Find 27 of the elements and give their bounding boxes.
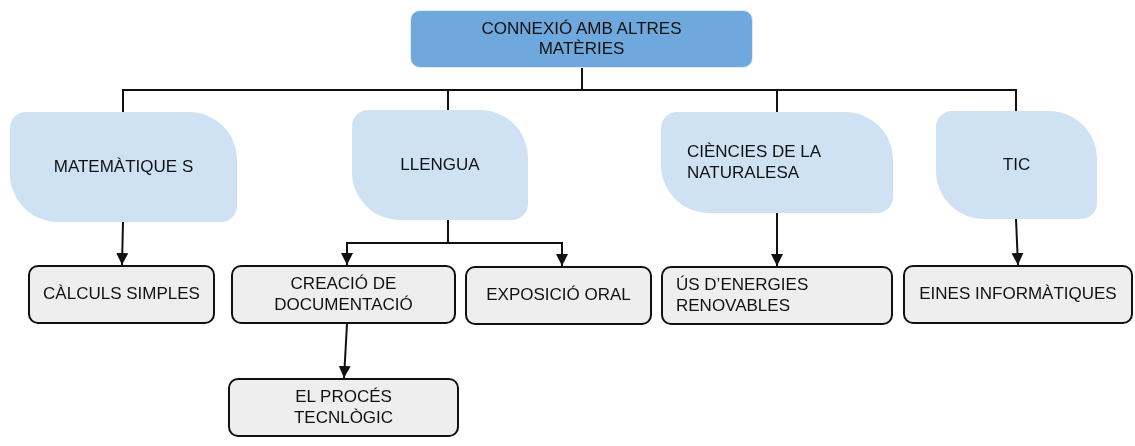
- connector: [447, 219, 568, 267]
- topic-box: [465, 266, 652, 325]
- node-label: MATEMÀTIQUE S: [53, 156, 194, 178]
- connector: [338, 323, 351, 379]
- node-label: EL PROCÉS TECNLÒGIC: [292, 387, 395, 428]
- node-label: EINES INFORMÀTIQUES: [919, 284, 1117, 305]
- title-box: [410, 10, 753, 68]
- subject-shape: [936, 111, 1097, 219]
- connector: [1011, 218, 1024, 266]
- node-label: CIÈNCIES DE LA NATURALESA: [687, 142, 822, 183]
- connector: [771, 212, 783, 267]
- topic-box: [228, 378, 459, 437]
- topic-box: [28, 265, 215, 324]
- subject-shape: [10, 112, 237, 222]
- connector: [116, 221, 129, 266]
- node-label: TIC: [1002, 154, 1031, 176]
- subject-shape: [661, 112, 893, 213]
- node-label: CREACIÓ DE DOCUMENTACIÓ: [273, 274, 414, 315]
- subject-shape: [352, 110, 528, 220]
- node-label: ÚS D’ENERGIES RENOVABLES: [676, 275, 810, 316]
- node-label: CÀLCULS SIMPLES: [43, 284, 200, 305]
- node-label: EXPOSICIÓ ORAL: [486, 285, 631, 306]
- topic-box: [903, 265, 1133, 324]
- topic-box: [231, 265, 456, 324]
- topic-box: [661, 266, 893, 325]
- node-label: CONNEXIÓ AMB ALTRES MATÈRIES: [480, 18, 683, 60]
- node-label: LLENGUA: [400, 154, 480, 176]
